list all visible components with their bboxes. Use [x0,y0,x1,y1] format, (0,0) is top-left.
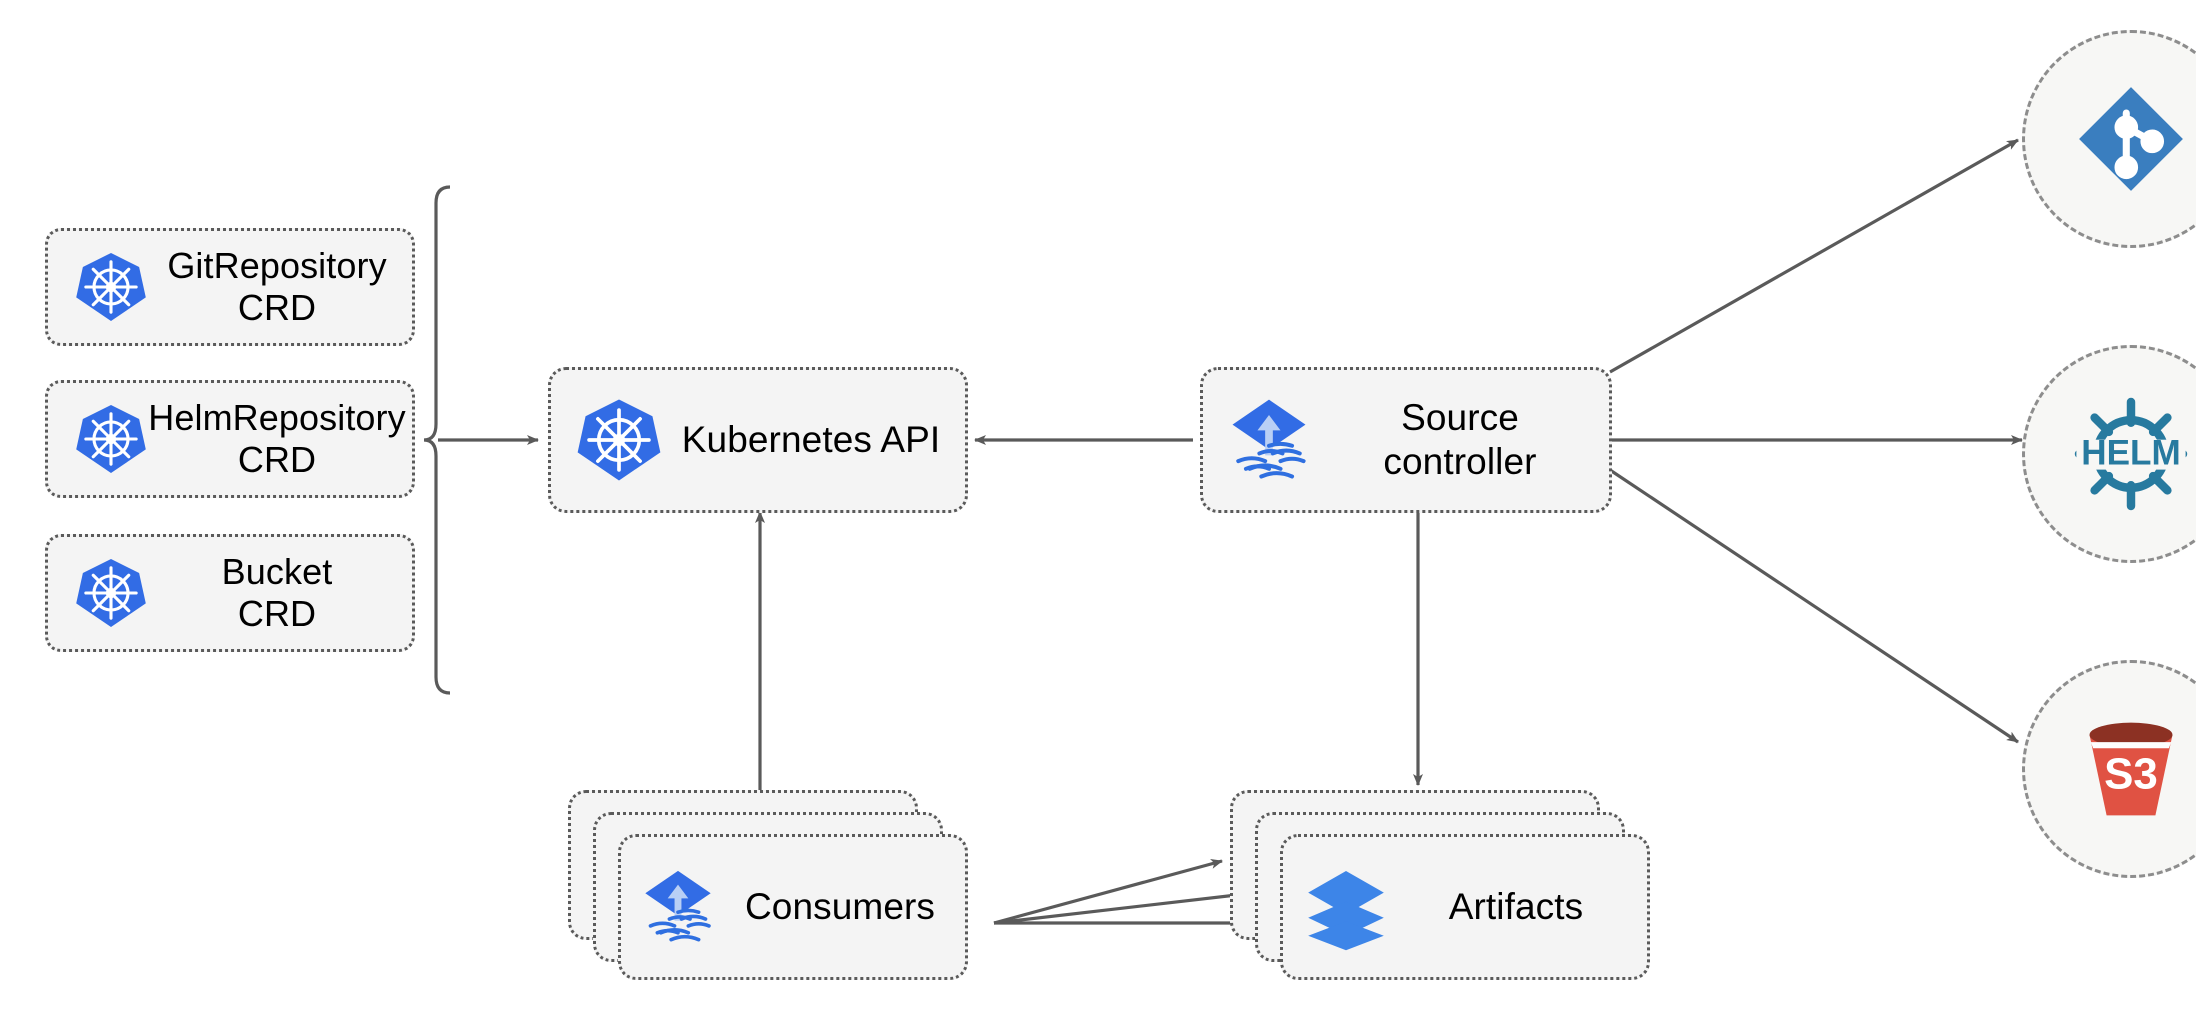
kubernetes-icon [575,396,663,484]
source-controller-node[interactable]: Source controller [1200,367,1612,513]
crd-label: GitRepository CRD [167,244,387,328]
crd-box-bucket[interactable]: Bucket CRD [45,534,415,652]
crd-box-helmrepository[interactable]: HelmRepository CRD [45,380,415,498]
kubernetes-icon [74,402,148,476]
source-controller-label: Source controller [1383,397,1537,482]
kubernetes-icon [74,556,148,630]
crd-box-gitrepository[interactable]: GitRepository CRD [45,228,415,346]
crd-label: Bucket CRD [221,550,333,634]
helm-icon: HELM [2066,389,2196,519]
edge-controller-to-s3 [1609,468,2019,744]
crd-group-brace [423,185,451,695]
layers-icon [1301,862,1391,952]
source-circle-helm[interactable]: HELM [2022,345,2196,563]
source-circle-git[interactable] [2022,30,2196,248]
source-circle-s3[interactable]: S3 [2022,660,2196,878]
kubernetes-api-node[interactable]: Kubernetes API [548,367,968,513]
s3-bucket-icon: S3 [2070,708,2192,830]
kubernetes-icon [74,250,148,324]
artifacts-card-front[interactable]: Artifacts [1280,834,1650,980]
flux-icon [1221,392,1317,488]
consumers-stack[interactable]: Consumers [568,790,968,980]
edge-consumers-to-artifacts-1 [993,859,1223,925]
git-icon [2072,80,2190,198]
kubernetes-api-label: Kubernetes API [681,419,941,461]
consumers-label: Consumers [744,886,936,928]
crd-label: HelmRepository CRD [148,396,406,480]
artifacts-stack[interactable]: Artifacts [1230,790,1650,980]
edge-consumers-to-artifacts-2 [993,889,1255,925]
edge-controller-to-git [1609,138,2019,374]
helm-wordmark: HELM [2081,433,2180,472]
s3-wordmark: S3 [2104,750,2158,799]
consumers-card-front[interactable]: Consumers [618,834,968,980]
artifacts-label: Artifacts [1448,886,1584,928]
flux-icon [635,864,721,950]
